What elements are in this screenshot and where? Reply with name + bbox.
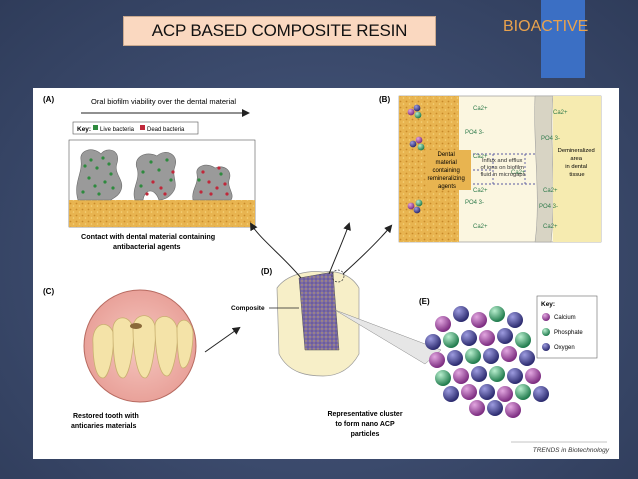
biofilm-colony-1 [76,149,123,201]
arrow-to-a [250,222,302,279]
panel-a-arrow-caption: Oral biofilm viability over the dental m… [91,97,236,106]
ion-4: PO4 3- [541,136,560,142]
arrow-to-b [342,224,393,275]
panel-a-key-dead: Dead bacteria [147,127,185,133]
panel-b-letter: (B) [379,95,390,104]
panel-e-key-calcium: Calcium [554,315,576,321]
dead-bacteria [145,166,229,196]
biofilm-colony-2 [133,152,176,201]
composite-restoration [298,271,340,351]
panel-e-caption-1: Representative cluster [327,411,402,418]
dental-tissue [553,96,601,242]
ion-3: PO4 3- [465,130,484,136]
ion-5: Ca2+ [473,154,488,160]
panel-e-key-phosphate: Phosphate [554,330,583,336]
ion-2: Ca2+ [553,110,568,116]
ion-9: PO4 3- [465,200,484,206]
panel-e-key-label: Key: [541,301,555,308]
dead-swatch [140,125,145,130]
teeth [92,315,194,379]
arrow-c-to-d [204,326,241,353]
figure-svg: (A) Oral biofilm viability over the dent… [43,95,610,454]
panel-c-caption-1: Restored tooth with [73,413,139,420]
accent-bar [541,0,585,78]
panel-e-key-oxygen: Oxygen [554,345,575,351]
panel-a-caption-1: Contact with dental material containing [81,232,215,241]
dental-material-a [69,200,255,227]
ion-12: Ca2+ [543,224,558,230]
panel-a-caption-2: antibacterial agents [113,242,181,251]
acp-cluster [425,306,549,418]
oxygen-swatch [542,343,550,351]
panel-e-key [536,295,598,359]
panel-b-clusters [407,104,425,214]
live-bacteria [81,156,223,196]
ion-8: Ca2+ [543,188,558,194]
ion-1: Ca2+ [473,106,488,112]
ion-11: Ca2+ [473,224,488,230]
panel-b-right-label: Demineralized area in dental tissue [558,148,597,178]
panel-c-caption-2: anticaries materials [71,423,136,430]
zoom-circle-b [331,269,345,283]
panel-a-key [72,121,199,135]
panel-e-caption-3: particles [351,431,380,438]
panel-a-key-live: Live bacteria [100,127,135,133]
phosphate-swatch [542,328,550,336]
ion-7: Ca2+ [473,188,488,194]
figure-panel: (A) Oral biofilm viability over the dent… [33,88,619,459]
panel-e-letter: (E) [419,297,430,306]
ion-10: PO4 3- [539,204,558,210]
ion-6: Ca2+ [511,170,526,176]
demineralized-edge [534,95,554,243]
restoration-spot [130,323,142,329]
live-swatch [93,125,98,130]
panel-d-letter: (D) [261,267,272,276]
panel-a-letter: (A) [43,95,54,104]
figure-source: TRENDS in Biotechnology [533,447,610,454]
slide-title-text: ACP BASED COMPOSITE RESIN [151,21,408,40]
panel-a-key-label: Key: [77,126,91,133]
section-label: BIOACTIVE [503,18,589,35]
composite-label: Composite [231,305,265,312]
panel-e-caption-2: to form nano ACP [335,421,395,428]
calcium-swatch [542,313,550,321]
panel-b-center-label: Influx and efflux of ions on biofilm flu… [480,158,525,178]
slide-title: ACP BASED COMPOSITE RESIN [123,16,436,46]
panel-c-letter: (C) [43,287,54,296]
panel-b-left-label: Dental material containing remineralizin… [427,152,466,190]
arrow-to-b-left [328,222,351,275]
left-label-bg [427,150,471,190]
